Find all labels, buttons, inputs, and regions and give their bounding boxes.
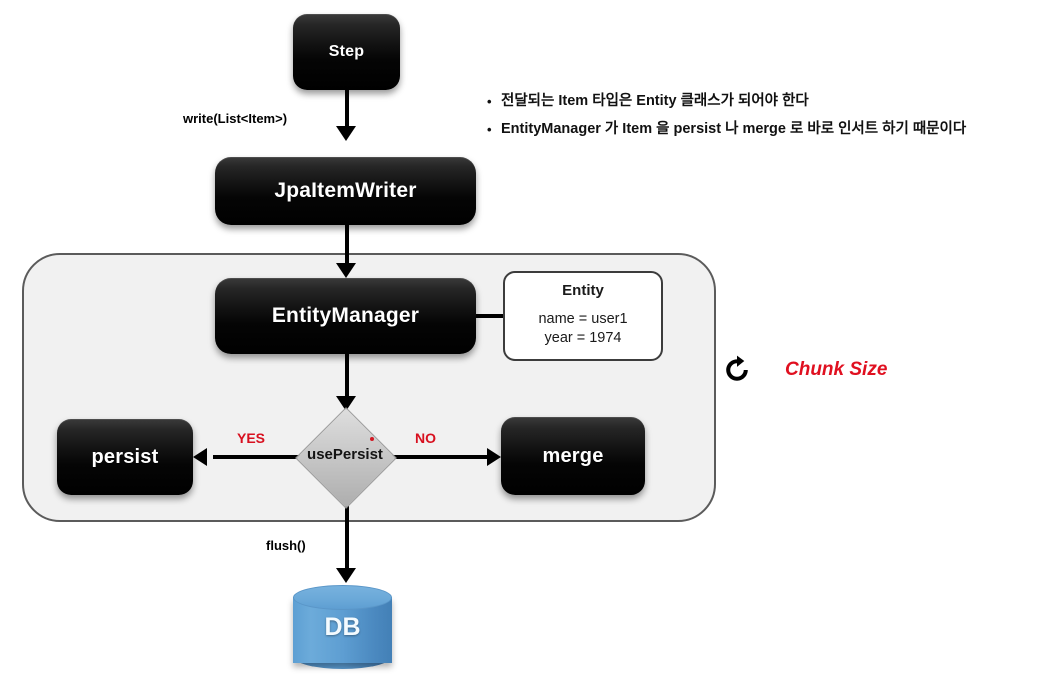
note-item: • 전달되는 Item 타입은 Entity 클래스가 되어야 한다 bbox=[487, 92, 966, 111]
connector-decision-to-db bbox=[345, 506, 349, 570]
node-persist[interactable]: persist bbox=[57, 419, 193, 495]
entity-attribute-name: name = user1 bbox=[538, 311, 628, 327]
node-database[interactable]: DB bbox=[293, 585, 392, 673]
connector-writer-to-chunk bbox=[345, 225, 349, 251]
arrowhead-decision-to-db bbox=[336, 568, 356, 583]
db-label: DB bbox=[324, 613, 361, 641]
connector-step-to-writer bbox=[345, 90, 349, 128]
refresh-loop-icon bbox=[726, 355, 748, 381]
node-step[interactable]: Step bbox=[293, 14, 400, 90]
note-item: • EntityManager 가 Item 을 persist 나 merge… bbox=[487, 120, 966, 139]
connector-entitymanager-to-decision bbox=[345, 354, 349, 398]
connector-decision-to-merge bbox=[386, 455, 491, 459]
entity-note-box[interactable]: Entity name = user1 year = 1974 bbox=[503, 271, 663, 361]
edge-label-flush: flush() bbox=[266, 538, 306, 553]
entity-attribute-year: year = 1974 bbox=[544, 330, 622, 346]
edge-label-no: NO bbox=[415, 430, 436, 446]
notes-list: • 전달되는 Item 타입은 Entity 클래스가 되어야 한다 • Ent… bbox=[487, 92, 966, 148]
note-text: EntityManager 가 Item 을 persist 나 merge 로… bbox=[501, 121, 967, 137]
chunk-size-annotation: Chunk Size bbox=[722, 355, 887, 385]
arrowhead-writer-to-entitymanager bbox=[336, 263, 356, 278]
bullet-icon: • bbox=[487, 122, 492, 137]
node-entity-manager[interactable]: EntityManager bbox=[215, 278, 476, 354]
connector-chunk-to-entitymanager bbox=[345, 251, 349, 265]
connector-entitymanager-to-entity-note bbox=[476, 314, 505, 318]
decision-marker-dot bbox=[370, 437, 374, 441]
chunk-size-label: Chunk Size bbox=[785, 359, 888, 380]
arrowhead-step-to-writer bbox=[336, 126, 356, 141]
arrowhead-decision-to-persist bbox=[193, 448, 207, 466]
connector-decision-to-persist bbox=[213, 455, 303, 459]
edge-label-yes: YES bbox=[237, 430, 266, 446]
db-cylinder-top bbox=[293, 585, 392, 610]
arrowhead-decision-to-merge bbox=[487, 448, 501, 466]
note-text: 전달되는 Item 타입은 Entity 클래스가 되어야 한다 bbox=[501, 93, 809, 109]
arrowhead-entitymanager-to-decision bbox=[336, 396, 356, 411]
bullet-icon: • bbox=[487, 94, 492, 109]
decision-label: usePersist bbox=[307, 446, 383, 463]
edge-label-write: write(List<Item>) bbox=[183, 111, 288, 126]
node-merge[interactable]: merge bbox=[501, 417, 645, 495]
entity-note-title: Entity bbox=[562, 282, 604, 299]
node-jpa-item-writer[interactable]: JpaItemWriter bbox=[215, 157, 476, 225]
decision-use-persist[interactable]: usePersist bbox=[295, 407, 397, 509]
